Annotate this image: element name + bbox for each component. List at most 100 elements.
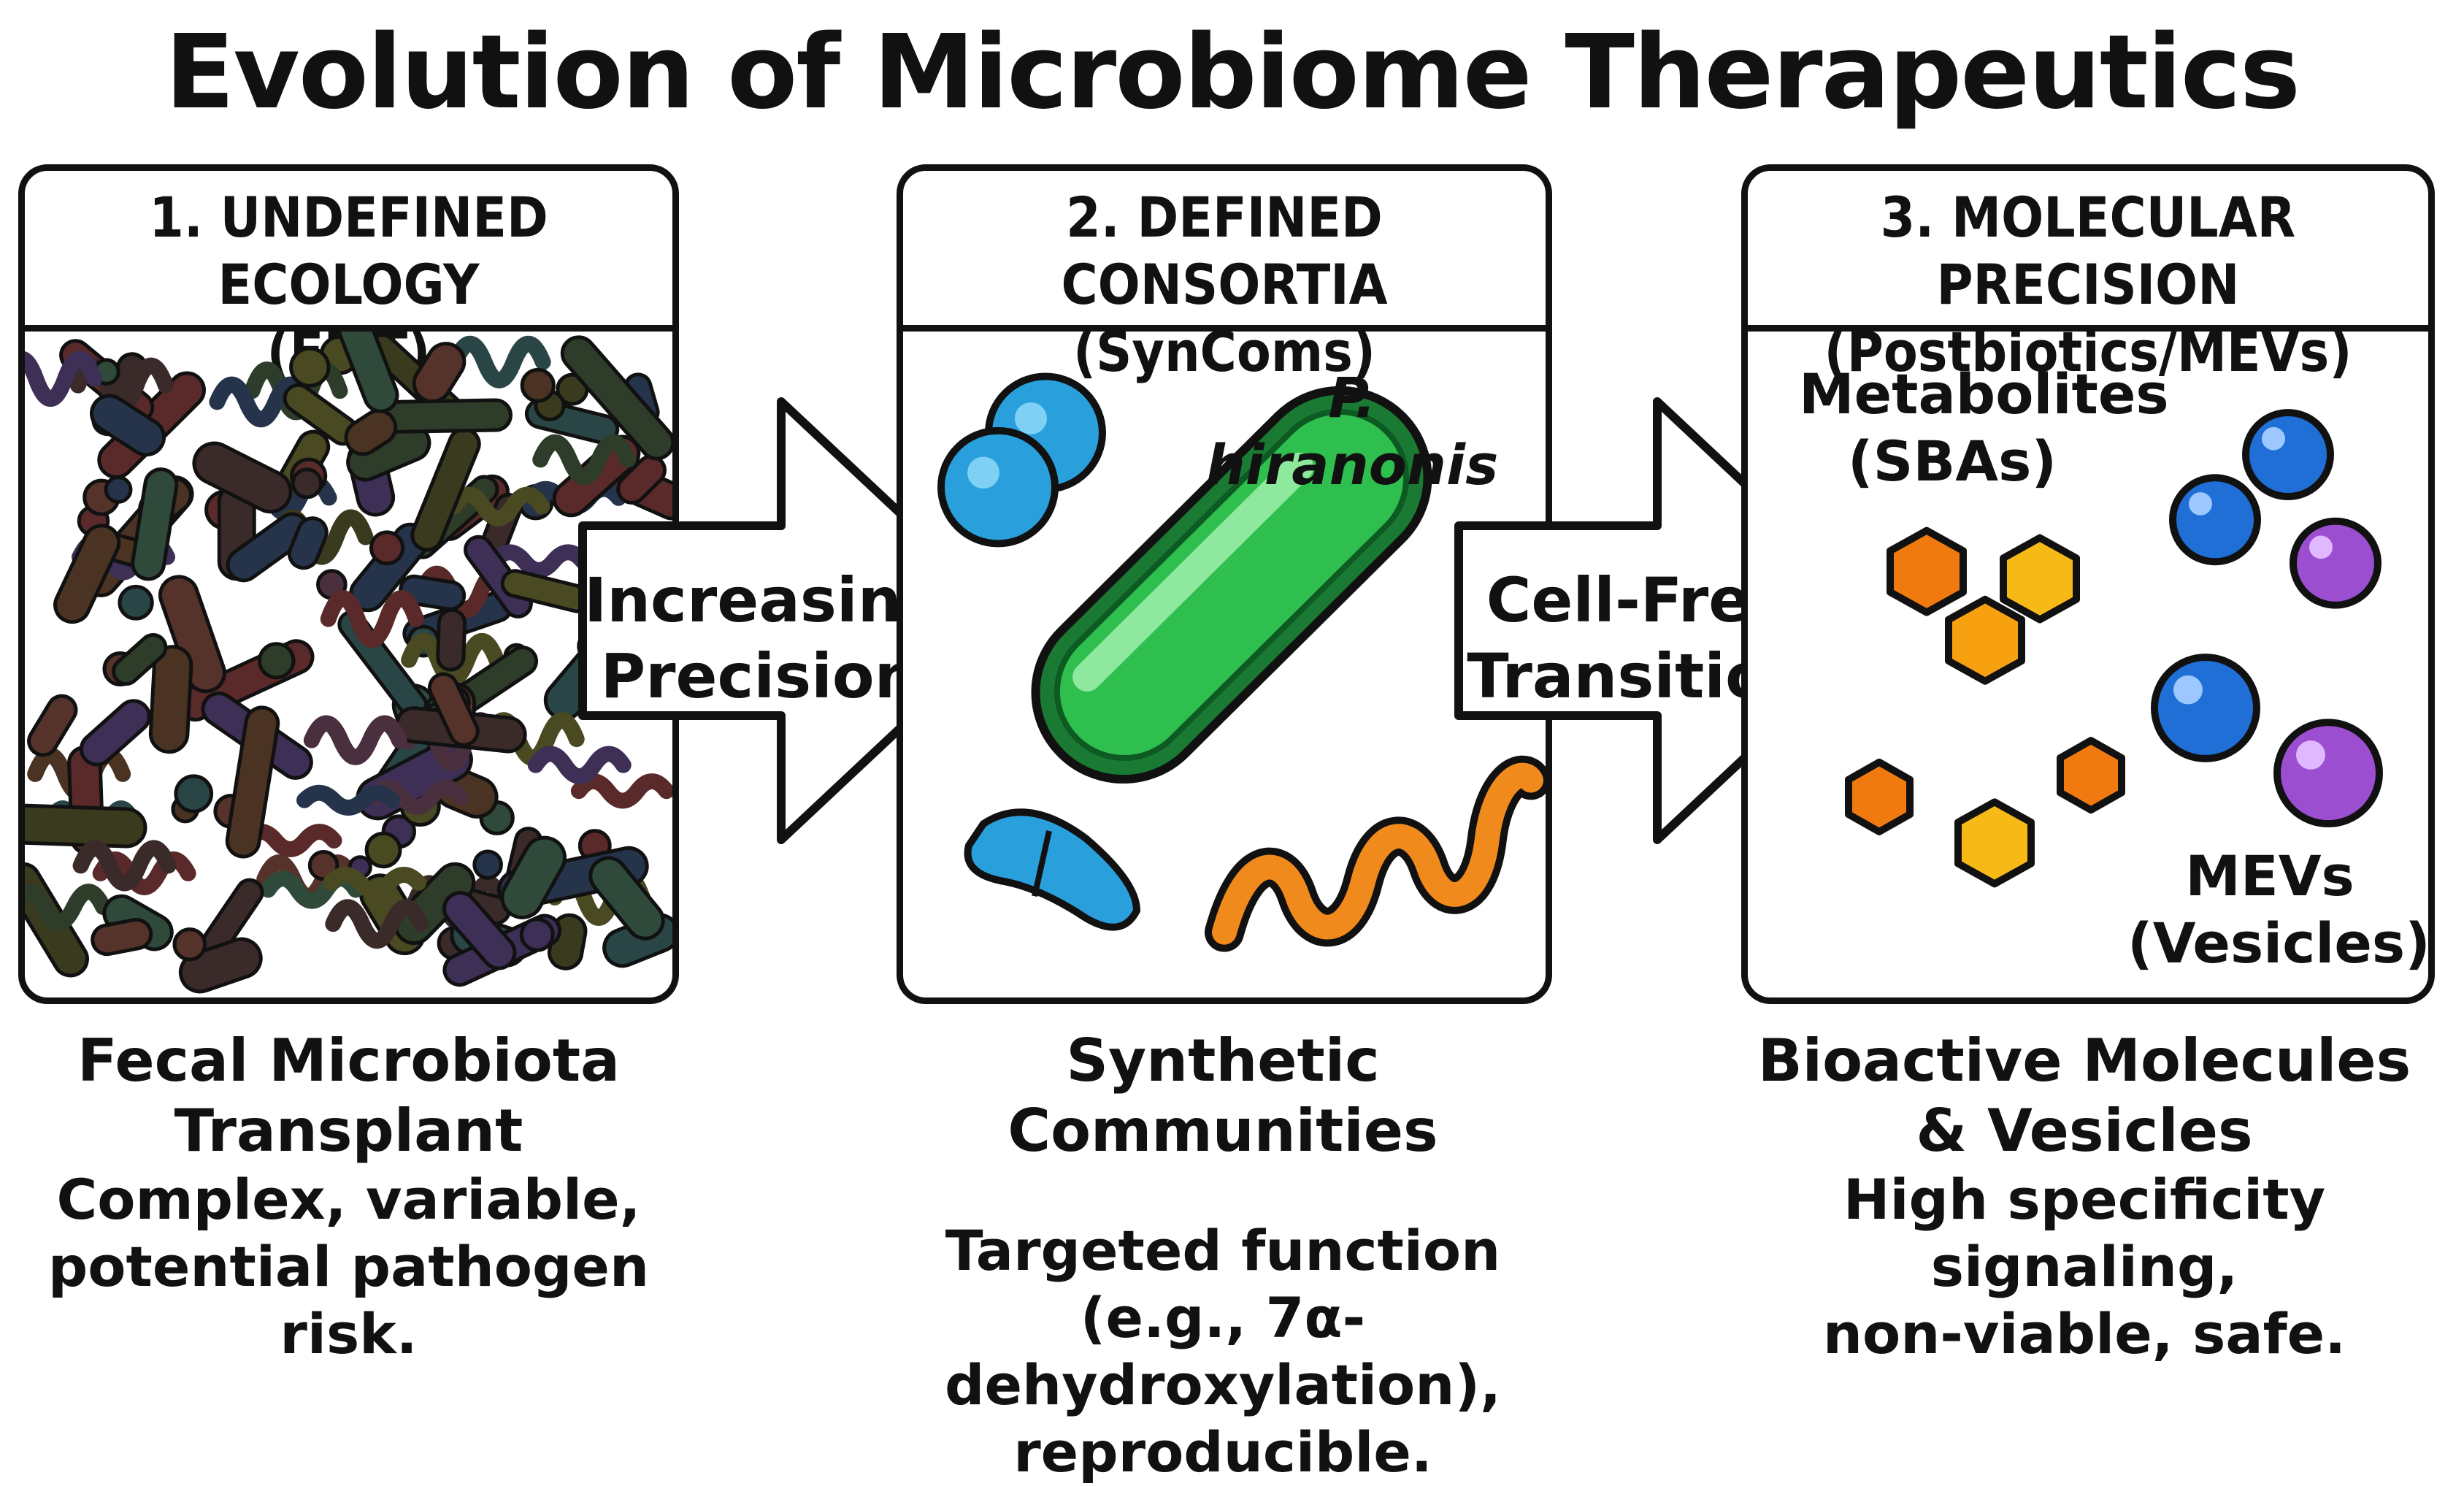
rod-microbe [442,891,517,970]
caption-desc-line1: Targeted function [945,1218,1501,1283]
curved-rod-icon [964,808,1141,931]
rod-microbe [192,441,293,514]
coccus-microbe [104,475,133,504]
coccus-microbe [289,346,331,388]
rod-bacterium-icon [1031,386,1432,784]
panel-molecular-precision: 3. MOLECULAR PRECISION (Postbiotics/MEVs… [1741,164,2435,1004]
vesicle-icon [2273,719,2383,828]
spiral-microbe [487,544,591,578]
vesicle-icon [2169,474,2261,566]
panel-header: 3. MOLECULAR PRECISION (Postbiotics/MEVs… [1748,171,2428,384]
caption-title-line1: Fecal Microbiota [77,1027,621,1095]
rod-microbe [90,394,166,457]
caption-title-line1: Synthetic Communities [1008,1027,1438,1165]
spiral-microbe [323,867,427,899]
coccus-microbe [472,849,503,880]
spiral-microbe [325,899,429,949]
caption-title-line2: Transplant [174,1097,523,1165]
spiral-microbe [446,486,550,526]
coccus-microbe [364,831,402,869]
metabolites-label-line2: (SBAs) [1847,429,2057,494]
coccus-microbe [172,927,207,962]
metabolite-hexagons [1845,526,2125,888]
mevs-label: MEVs (Vesicles) [2127,843,2430,977]
panel-header-line2: (Postbiotics/MEVs) [1824,319,2352,384]
rod-microbe [500,835,567,919]
rod-microbe [427,672,480,747]
vesicle-icon [2242,409,2334,500]
rod-microbe [436,608,467,672]
spiral-microbe [570,773,672,809]
spiral-microbe [532,434,637,485]
postbiotics-illustration [1748,332,2428,997]
rod-microbe [131,467,179,581]
coccus-microbe [118,584,154,621]
metabolites-label-line1: Metabolites [1799,361,2169,426]
panel-header-line1: 2. DEFINED CONSORTIA [1061,185,1388,317]
defined-bacteria-illustration [937,372,1546,952]
rod-microbe [27,694,78,757]
rod-microbe [91,918,153,957]
rod-microbe [560,335,672,461]
rod-microbe [112,632,168,686]
caption-panel-2: Synthetic Communities Targeted function … [858,1026,1588,1486]
caption-desc-line2: potential pathogen risk. [47,1234,650,1366]
diplococcus-icon [937,372,1106,548]
spiral-microbe [72,840,177,892]
panel-header-line1: 3. MOLECULAR PRECISION [1880,185,2296,317]
hexagon-icon [1887,526,1967,616]
rod-microbe [344,408,398,456]
panel-defined-consortia: 2. DEFINED CONSORTIA (SynComs) [897,164,1552,1004]
caption-desc-line3: reproducible. [1013,1420,1432,1485]
coccus-microbe [291,467,323,499]
rod-microbe [412,342,467,404]
spiral-microbe [296,784,401,816]
rod-microbe [53,524,121,624]
hexagon-icon [2057,737,2125,814]
panel-undefined-ecology: 1. UNDEFINED ECOLOGY (FMT) [18,164,679,1004]
coccus-microbe [369,530,405,566]
caption-title-line1: Bioactive Molecules [1757,1027,2411,1095]
microbe-cluster [25,332,672,994]
spiral-microbe [209,376,313,428]
panel-header-line1: 1. UNDEFINED ECOLOGY [149,185,548,317]
caption-desc-line2: (e.g., 7α-dehydroxylation), [945,1285,1501,1417]
spiral-microbe [25,884,112,930]
coccus-microbe [307,850,339,881]
caption-panel-3: Bioactive Molecules & Vesicles High spec… [1708,1026,2460,1368]
caption-title-line2: & Vesicles [1916,1097,2253,1165]
species-label: P. hiranonis [1205,365,1499,497]
arrow-label-increasing-precision: Increasing Precision [584,562,945,714]
hexagon-icon [1945,595,2025,685]
panel-header: 1. UNDEFINED ECOLOGY (FMT) [25,171,672,384]
caption-desc-line1: Complex, variable, [56,1167,641,1232]
coccus-microbe [257,642,296,680]
arrow-label-line2: Precision [600,640,918,712]
arrow-label-line1: Cell-Free [1486,564,1792,636]
arrow-label-line1: Increasing [584,564,945,636]
diagram-title: Evolution of Microbiome Therapeutics [164,13,2300,132]
mixed-bacteria-illustration [25,332,672,994]
vesicle-icon [2151,654,2260,762]
mevs-label-line1: MEVs [2185,843,2354,908]
rod-microbe [225,705,280,859]
spiral-microbe [25,351,103,407]
metabolites-label: Metabolites (SBAs) [1799,361,2169,495]
vesicle-icon [2290,517,2382,609]
panel-header-line2: (SynComs) [1072,319,1376,384]
caption-desc-line1: High specificity signaling, [1843,1167,2326,1299]
spiral-microbe [447,336,551,388]
rod-microbe [79,699,151,767]
rod-microbe [337,332,399,413]
rod-microbe [588,856,665,941]
coccus-microbe [519,917,555,952]
vesicle-spheres [2151,409,2383,828]
coccus-microbe [174,774,214,813]
fmt-microbe-mix [25,332,672,997]
rod-microbe [25,803,147,849]
hexagon-icon [1954,798,2035,888]
panel-header: 2. DEFINED CONSORTIA (SynComs) [903,171,1546,384]
caption-panel-1: Fecal Microbiota Transplant Complex, var… [0,1026,697,1368]
mevs-label-line2: (Vesicles) [2127,911,2430,976]
rod-microbe [148,645,193,754]
